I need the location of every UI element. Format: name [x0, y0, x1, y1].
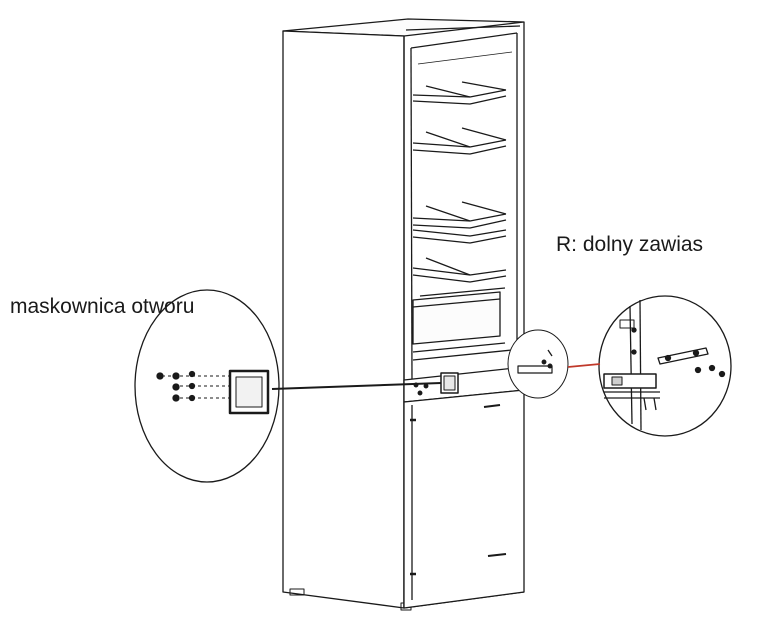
lower-door: [403, 389, 525, 609]
crisper-drawer: [412, 287, 513, 361]
middle-divider: [403, 366, 525, 403]
hinge-label: R: dolny zawias: [556, 233, 704, 256]
hinge-detail-circle: [598, 295, 732, 437]
cover-detail-circle: [134, 289, 280, 483]
hinge-leader-line: [567, 363, 601, 368]
hinge-highlight-circle: [507, 329, 569, 399]
shelves-upper: [412, 81, 507, 283]
cover-label: maskownica otworu: [10, 295, 195, 318]
cover-leader-line: [271, 382, 442, 390]
